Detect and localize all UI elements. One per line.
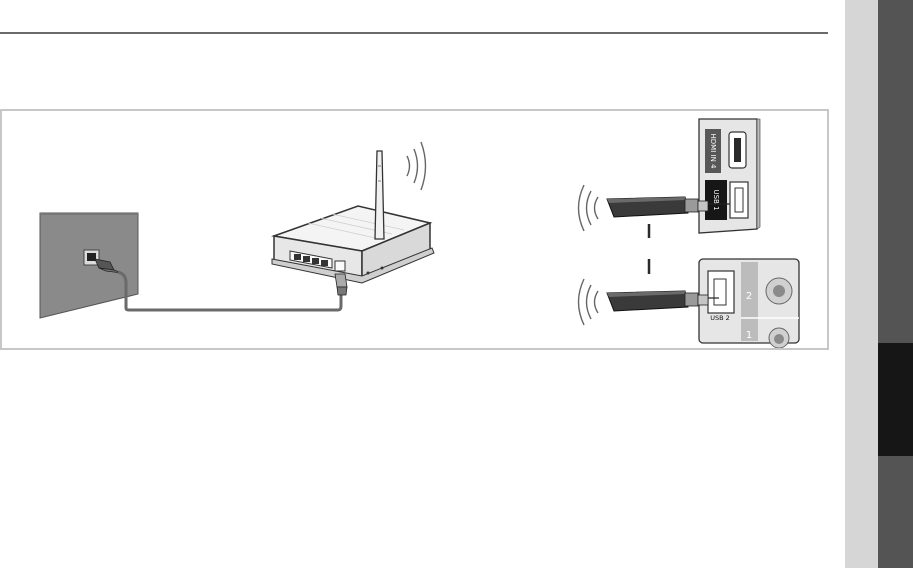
wireless-router: [272, 151, 434, 295]
wifi-signal-icon: [407, 142, 426, 190]
wifi-signal-icon: [579, 185, 599, 231]
wall-outlet: [40, 213, 138, 318]
diagram-frame: HDMI IN 4 USB 1: [0, 109, 829, 350]
usb-port-2[interactable]: [708, 271, 734, 313]
usb1-port-label: USB 1: [712, 189, 720, 210]
sidebar-light-strip: [845, 0, 878, 568]
wifi-signal-icon: [579, 279, 599, 325]
router-plug: [335, 274, 347, 295]
av-jack-1[interactable]: [769, 328, 789, 348]
av-jack-2[interactable]: [766, 278, 792, 304]
av-number-1: 1: [746, 330, 752, 341]
usb-port-1[interactable]: [730, 182, 748, 218]
router-antenna: [375, 151, 384, 239]
router-wan-port: [335, 261, 345, 271]
header-rule: [0, 32, 828, 34]
network-connection-diagram: HDMI IN 4 USB 1: [2, 111, 827, 348]
sidebar-dark-strip-top: [878, 0, 913, 343]
tv-panel-top: HDMI IN 4 USB 1: [699, 119, 760, 233]
usb2-port-label: USB 2: [710, 314, 730, 322]
sidebar-dark-strip-bottom: [878, 456, 913, 568]
sidebar-active-tab[interactable]: [878, 343, 913, 456]
hdmi-port-label: HDMI IN 4: [709, 134, 717, 170]
av-number-2: 2: [746, 291, 752, 302]
ethernet-cable: [118, 272, 341, 310]
hdmi-port: [729, 132, 746, 168]
tv-panel-bottom: USB 2 2 1: [699, 259, 799, 348]
